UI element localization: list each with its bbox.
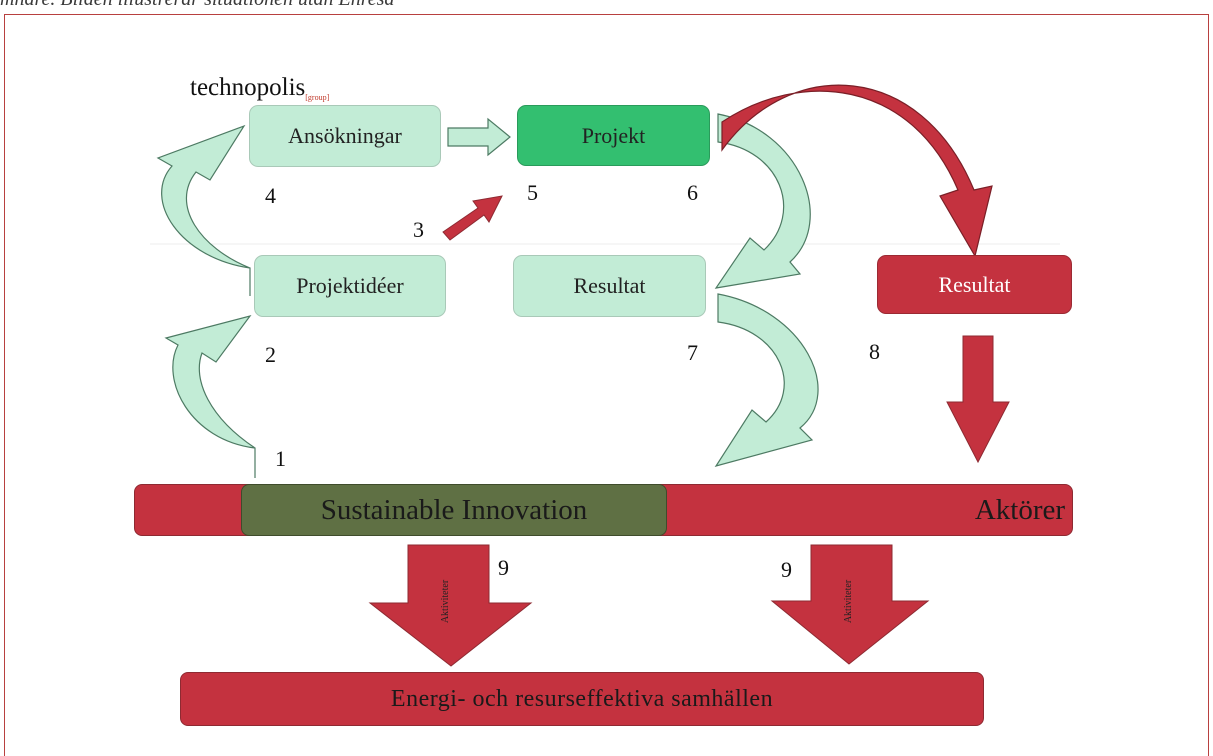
- arrow-label-aktiviteter-right: Aktiviteter: [843, 579, 855, 624]
- step-9-left: 9: [498, 555, 509, 580]
- box-projekt: Projekt: [517, 105, 710, 166]
- bottom-box-energi: Energi- och resurseffektiva samhällen: [180, 672, 984, 726]
- arrow-label-aktiviteter-left: Aktiviteter: [440, 579, 452, 624]
- arrow-ansokningar-projekt: [447, 117, 511, 157]
- sustainable-innovation-box: Sustainable Innovation: [241, 484, 667, 536]
- curved-arrow-2-4: [156, 124, 251, 296]
- figure-caption: mnare. Bilden illustrerar situationen ut…: [0, 0, 394, 11]
- box-projektideer: Projektidéer: [254, 255, 446, 317]
- box-resultat-mid: Resultat: [513, 255, 706, 317]
- red-arrow-down-8: [946, 335, 1010, 464]
- logo-text: technopolis: [190, 74, 306, 101]
- step-7: 7: [687, 340, 698, 365]
- box-ansokningar: Ansökningar: [249, 105, 441, 167]
- red-arrow-down-9-right: [770, 544, 930, 665]
- step-4: 4: [265, 183, 276, 208]
- red-arrow-3: [442, 195, 503, 241]
- aktorer-label: Aktörer: [974, 494, 1065, 526]
- box-resultat-right: Resultat: [877, 255, 1072, 314]
- curved-red-arrow-8: [721, 84, 993, 258]
- technopolis-logo: technopolis[group]: [190, 74, 329, 102]
- step-2: 2: [265, 342, 276, 367]
- curved-arrow-1-2: [164, 314, 256, 478]
- step-6: 6: [687, 180, 698, 205]
- red-arrow-down-9-left: [368, 544, 533, 667]
- step-3: 3: [413, 217, 424, 242]
- logo-suffix: [group]: [305, 93, 330, 102]
- step-1: 1: [275, 446, 286, 471]
- step-9-right: 9: [781, 557, 792, 582]
- curved-arrow-7-bar: [714, 293, 819, 467]
- figure-frame: [4, 14, 1209, 756]
- step-8: 8: [869, 339, 880, 364]
- step-5: 5: [527, 180, 538, 205]
- curved-arrow-6-7: [714, 113, 811, 289]
